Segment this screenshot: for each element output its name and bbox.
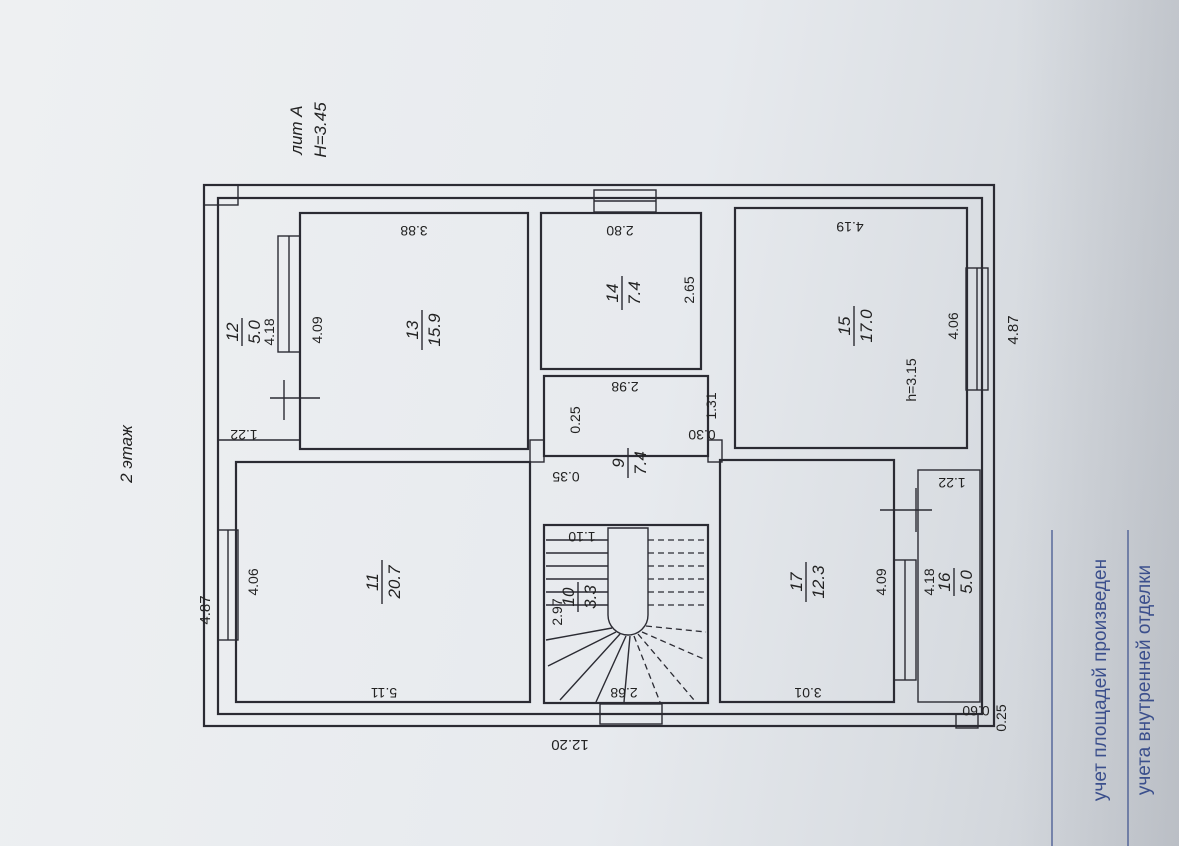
room-14-outline xyxy=(539,211,703,371)
headings: 2 этаж лит А Н=3.45 xyxy=(117,102,330,484)
footer-line-1: учет площадей произведен xyxy=(1090,559,1111,801)
dim-room-16-depth: 4.18 xyxy=(921,568,937,595)
room-15-height-note: h=3.15 xyxy=(903,358,919,401)
dim-room-13-depth: 4.09 xyxy=(309,316,325,343)
room-16-number: 16 xyxy=(935,572,954,591)
chimney-block xyxy=(203,184,239,206)
staircase xyxy=(545,527,707,703)
room-9-area: 7.4 xyxy=(631,451,650,475)
dimension-labels: 3.88 4.09 2.80 2.65 4.19 4.06 h=3.15 2.9… xyxy=(230,219,1009,732)
room-17-number: 17 xyxy=(787,572,806,591)
room-outlines xyxy=(218,206,981,705)
room-9-outline xyxy=(542,374,710,458)
floor-label: 2 этаж xyxy=(117,424,136,484)
room-11-outline xyxy=(234,460,532,704)
dim-room-9-width: 2.98 xyxy=(611,379,638,395)
room-12-number: 12 xyxy=(223,322,242,341)
stair-newel xyxy=(607,527,649,636)
corner-block xyxy=(955,713,979,729)
dim-room-14-depth: 2.65 xyxy=(681,276,697,303)
room-11-area: 20.7 xyxy=(385,565,404,600)
dim-stair-top: 1.10 xyxy=(568,529,595,545)
overall-left-side: 4.87 xyxy=(197,595,214,624)
stair-winder-above xyxy=(645,625,707,633)
stair-winder xyxy=(545,627,613,641)
stair-winder xyxy=(623,635,631,703)
dim-corner-a: 0.60 xyxy=(962,703,989,719)
room-12-area: 5.0 xyxy=(245,320,264,344)
dim-room-17-width: 3.01 xyxy=(794,685,821,701)
stair-winder xyxy=(595,635,627,703)
dim-room-13-width: 3.88 xyxy=(400,223,427,239)
room-17-outline xyxy=(718,458,896,704)
dim-room-14-width: 2.80 xyxy=(606,223,633,239)
dim-room-15-width: 4.19 xyxy=(836,219,863,235)
dim-room-9-depth: 1.31 xyxy=(703,392,719,419)
overall-length: 12.20 xyxy=(551,736,589,753)
room-16-area: 5.0 xyxy=(957,570,976,594)
room-10-outline xyxy=(542,523,710,705)
dim-room-15-depth: 4.06 xyxy=(945,312,961,339)
room-15-area: 17.0 xyxy=(857,309,876,343)
room-15-number: 15 xyxy=(835,316,854,335)
dim-room-12-depth: 4.18 xyxy=(261,318,277,345)
room-11-number: 11 xyxy=(363,573,382,591)
room-labels: 11 20.7 13 15.9 14 7.4 15 17.0 9 7.4 10 … xyxy=(223,276,976,612)
footer-notes: учет площадей произведен учета внутренне… xyxy=(1051,530,1155,846)
dim-room-16-width: 1.22 xyxy=(938,475,965,491)
footer-line-2: учета внутренней отделки xyxy=(1134,565,1155,795)
dim-room-17-depth: 4.09 xyxy=(873,568,889,595)
room-16-outline xyxy=(917,469,981,703)
dim-corridor-b: 0.35 xyxy=(552,469,579,485)
stair-winder-above xyxy=(633,635,661,703)
dim-room-11-width: 5.11 xyxy=(371,685,397,701)
door-room-17 xyxy=(707,439,723,463)
height-label: Н=3.45 xyxy=(311,102,330,158)
room-15-outline xyxy=(733,206,969,450)
outer-wall-outline xyxy=(202,183,996,728)
room-9-number: 9 xyxy=(609,458,628,468)
letter-label: лит А xyxy=(287,105,306,155)
dim-room-10-width: 2.68 xyxy=(610,685,637,701)
room-13-number: 13 xyxy=(403,320,422,339)
dim-corner-b: 0.25 xyxy=(993,704,1009,731)
overall-dimensions: 12.20 4.87 4.87 xyxy=(197,315,1022,753)
stair-winder-above xyxy=(637,633,695,701)
room-10-number: 10 xyxy=(559,587,578,606)
stair-winder xyxy=(559,633,621,701)
room-14-area: 7.4 xyxy=(625,281,644,305)
dim-room-10-depth: 2.97 xyxy=(549,598,565,625)
room-13-area: 15.9 xyxy=(425,313,444,347)
dim-room-12-width: 1.22 xyxy=(230,427,257,443)
dim-corridor-a: 0.25 xyxy=(567,406,583,433)
room-17-area: 12.3 xyxy=(809,565,828,599)
overall-right-side: 4.87 xyxy=(1005,315,1022,344)
dim-corridor-c: 0.30 xyxy=(688,427,715,443)
room-10-area: 3.3 xyxy=(581,585,600,609)
page-edge-shadow xyxy=(1015,0,1179,846)
stair-winder-above xyxy=(641,631,707,661)
door-room-11 xyxy=(529,439,545,463)
dim-room-11-depth: 4.06 xyxy=(245,568,261,595)
doors xyxy=(270,380,932,532)
room-14-number: 14 xyxy=(603,284,622,303)
windows xyxy=(217,189,989,725)
stair-winder xyxy=(547,631,617,667)
